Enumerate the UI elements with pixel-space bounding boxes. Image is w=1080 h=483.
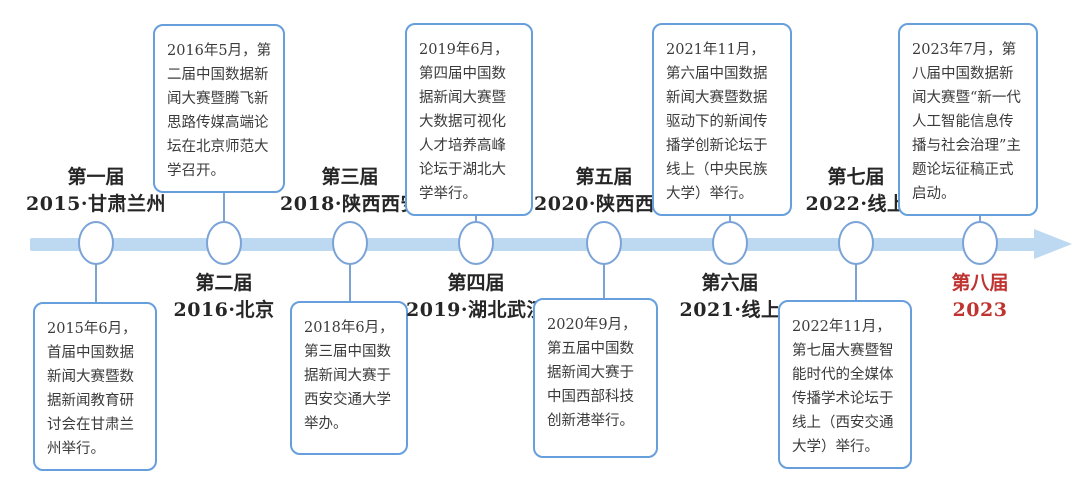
era-title: 第六届: [701, 272, 759, 294]
connector-2: [223, 191, 225, 223]
detail-box-1: 2015年6月，首届中国数据新闻大赛暨数据新闻教育研讨会在甘肃兰州举行。: [33, 302, 157, 471]
timeline-node-8: [962, 221, 998, 265]
era-year-place: 2021·线上: [679, 299, 781, 321]
era-label-6: 第六届 2021·线上: [640, 270, 820, 324]
detail-box-6: 2021年11月，第六届中国数据新闻大赛暨数据驱动下的新闻传播学创新论坛于线上（…: [652, 23, 792, 216]
detail-box-4: 2019年6月，第四届中国数据新闻大赛暨大数据可视化人才培养高峰论坛于湖北大学举…: [405, 23, 533, 216]
connector-3: [349, 262, 351, 302]
era-year-place: 2016·北京: [173, 299, 275, 321]
era-title: 第七届: [827, 166, 885, 188]
connector-7: [855, 262, 857, 301]
timeline-node-4: [458, 221, 494, 265]
detail-box-2: 2016年5月，第二届中国数据新闻大赛暨腾飞新思路传媒高端论坛在北京师范大学召开…: [153, 24, 285, 193]
timeline-axis: [30, 238, 1038, 251]
connector-1: [95, 262, 97, 304]
era-label-4: 第四届 2019·湖北武汉: [386, 270, 566, 324]
era-label-3: 第三届 2018·陕西西安: [260, 164, 440, 218]
era-label-7: 第七届 2022·线上: [766, 164, 946, 218]
timeline-arrowhead-icon: [1034, 229, 1072, 259]
era-year-place: 2023: [952, 299, 1008, 321]
timeline-node-7: [838, 221, 874, 265]
detail-box-8: 2023年7月，第八届中国数据新闻大赛暨“新一代人工智能信息传播与社会治理”主题…: [898, 23, 1038, 216]
era-title: 第四届: [447, 272, 505, 294]
era-year-place: 2015·甘肃兰州: [26, 193, 166, 215]
era-year-place: 2018·陕西西安: [280, 193, 420, 215]
timeline-node-3: [332, 221, 368, 265]
era-label-1: 第一届 2015·甘肃兰州: [6, 164, 186, 218]
era-year-place: 2020·陕西西安: [534, 193, 674, 215]
era-title: 第三届: [321, 166, 379, 188]
timeline-node-1: [78, 221, 114, 265]
era-title: 第二届: [195, 272, 253, 294]
timeline-node-2: [206, 221, 242, 265]
era-label-2: 第二届 2016·北京: [134, 270, 314, 324]
era-label-8-highlighted: 第八届 2023: [890, 270, 1070, 324]
era-title: 第五届: [575, 166, 633, 188]
detail-box-5: 2020年9月，第五届中国数据新闻大赛于中国西部科技创新港举行。: [533, 298, 658, 458]
era-label-5: 第五届 2020·陕西西安: [514, 164, 694, 218]
era-year-place: 2019·湖北武汉: [406, 299, 546, 321]
timeline-node-5: [586, 221, 622, 265]
detail-box-7: 2022年11月，第七届大赛暨智能时代的全媒体传播学术论坛于线上（西安交通大学）…: [778, 300, 912, 469]
era-title: 第一届: [67, 166, 125, 188]
era-title: 第八届: [951, 272, 1009, 294]
era-year-place: 2022·线上: [805, 193, 907, 215]
connector-5: [603, 262, 605, 299]
timeline-node-6: [712, 221, 748, 265]
detail-box-3: 2018年6月，第三届中国数据新闻大赛于西安交通大学举办。: [290, 301, 408, 455]
